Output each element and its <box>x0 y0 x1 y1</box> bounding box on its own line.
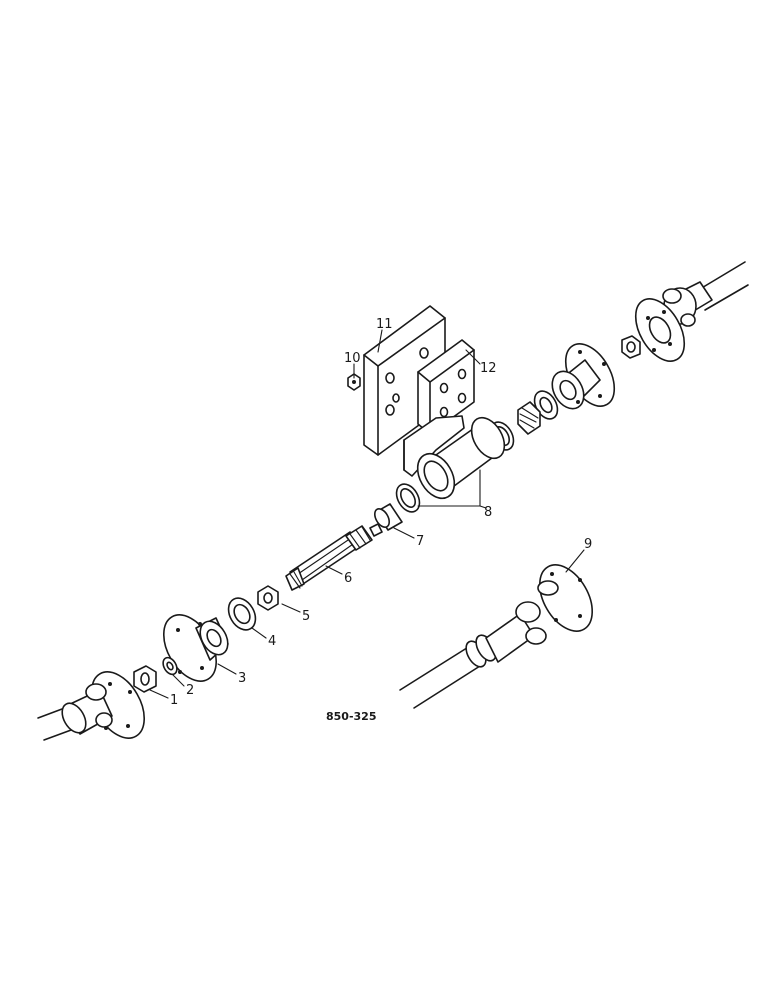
callout-2: 2 <box>186 683 194 698</box>
callout-6: 6 <box>344 571 352 586</box>
right-flange <box>551 343 616 410</box>
callout-8: 8 <box>484 505 492 520</box>
callout-11: 11 <box>376 317 393 332</box>
bushing-7 <box>373 503 403 531</box>
callout-4: 4 <box>268 634 276 649</box>
spline-gear <box>517 401 541 435</box>
callout-7: 7 <box>416 534 424 549</box>
right-nut <box>621 335 641 359</box>
callout-5: 5 <box>302 609 310 624</box>
driveshaft-assembly-9 <box>399 564 594 709</box>
leader-lines <box>149 329 585 699</box>
nut-5 <box>257 585 279 611</box>
housing-ring <box>395 483 421 513</box>
callout-12: 12 <box>480 361 497 376</box>
callout-10: 10 <box>344 351 361 366</box>
callout-9: 9 <box>584 537 592 552</box>
callout-1: 1 <box>170 693 178 708</box>
reference-code: 850-325 <box>326 710 377 723</box>
callout-3: 3 <box>238 671 246 686</box>
splined-shaft-6 <box>285 523 383 591</box>
mounting-plate-12 <box>417 339 475 435</box>
nut-1 <box>133 665 157 693</box>
left-driveshaft-yoke <box>37 671 146 741</box>
flange-3 <box>162 614 229 682</box>
bearing-housing-8 <box>403 415 506 500</box>
washer-2 <box>162 656 178 676</box>
bearing-4 <box>227 597 257 631</box>
right-driveshaft-yoke <box>634 261 749 362</box>
